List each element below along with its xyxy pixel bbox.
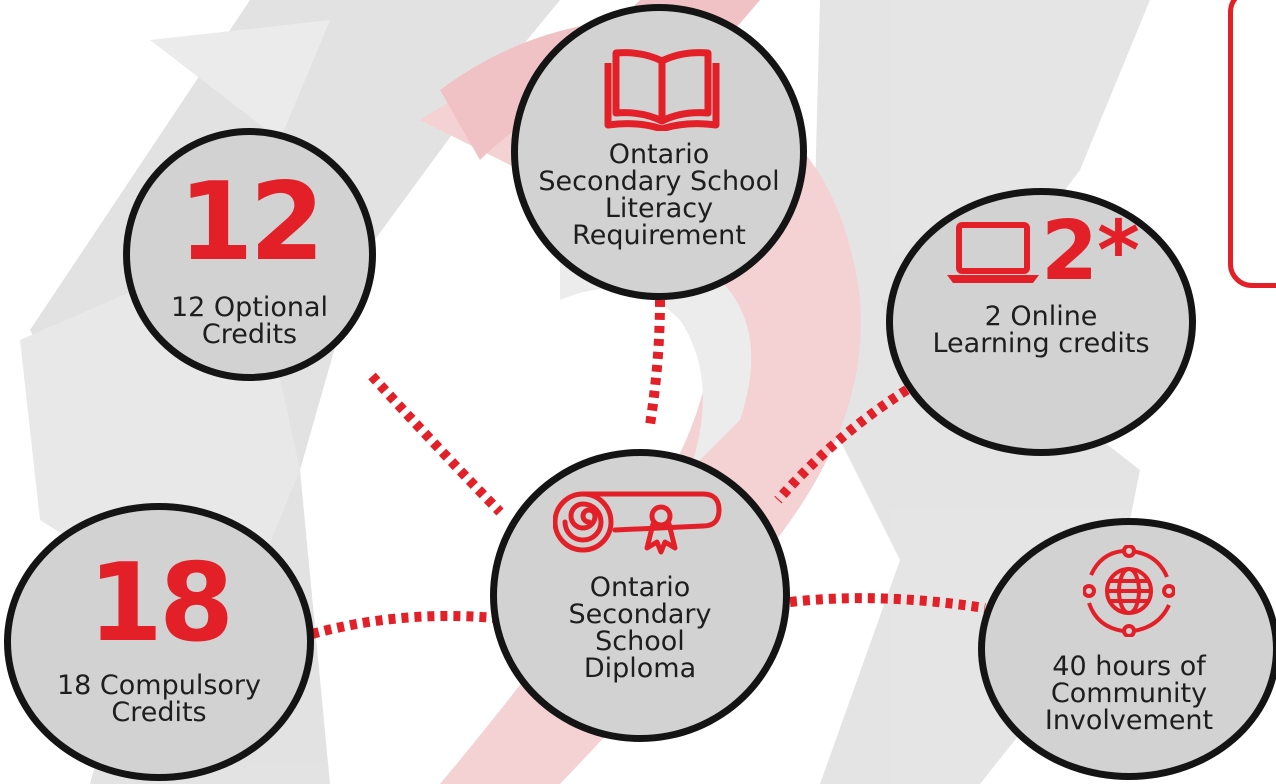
compulsory-credits-number: 18 [87,541,234,666]
side-panel-edge [1228,0,1276,288]
connector-optional [368,372,504,516]
community-involvement-label: 40 hours of Community Involvement [1044,651,1214,736]
node-optional-credits: 12 12 Optional Credits [123,128,376,381]
globe-network-icon [1083,545,1175,637]
online-credits-number: 2* [1041,204,1140,299]
laptop-icon [947,222,1039,283]
optional-credits-number: 12 [178,160,324,285]
optional-credits-label: 12 Optional Credits [170,292,329,350]
node-compulsory-credits: 18 18 Compulsory Credits [4,503,314,781]
node-community-involvement: 40 hours of Community Involvement [978,518,1276,780]
online-learning-label: 2 Online Learning credits [932,301,1150,359]
connector-online [774,378,921,504]
node-literacy-requirement: Ontario Secondary School Literacy Requir… [511,4,807,300]
literacy-requirement-label: Ontario Secondary School Literacy Requir… [538,139,780,251]
connector-compulsory [310,611,497,639]
connector-literacy [645,299,665,426]
diploma-scroll-icon [553,491,722,555]
node-online-learning: 2* 2 Online Learning credits [886,188,1196,456]
node-diploma: Ontario Secondary School Diploma [490,449,790,742]
compulsory-credits-label: 18 Compulsory Credits [56,670,262,728]
connector-community [789,593,986,613]
diploma-label: Ontario Secondary School Diploma [568,572,712,684]
open-book-icon [604,49,720,131]
